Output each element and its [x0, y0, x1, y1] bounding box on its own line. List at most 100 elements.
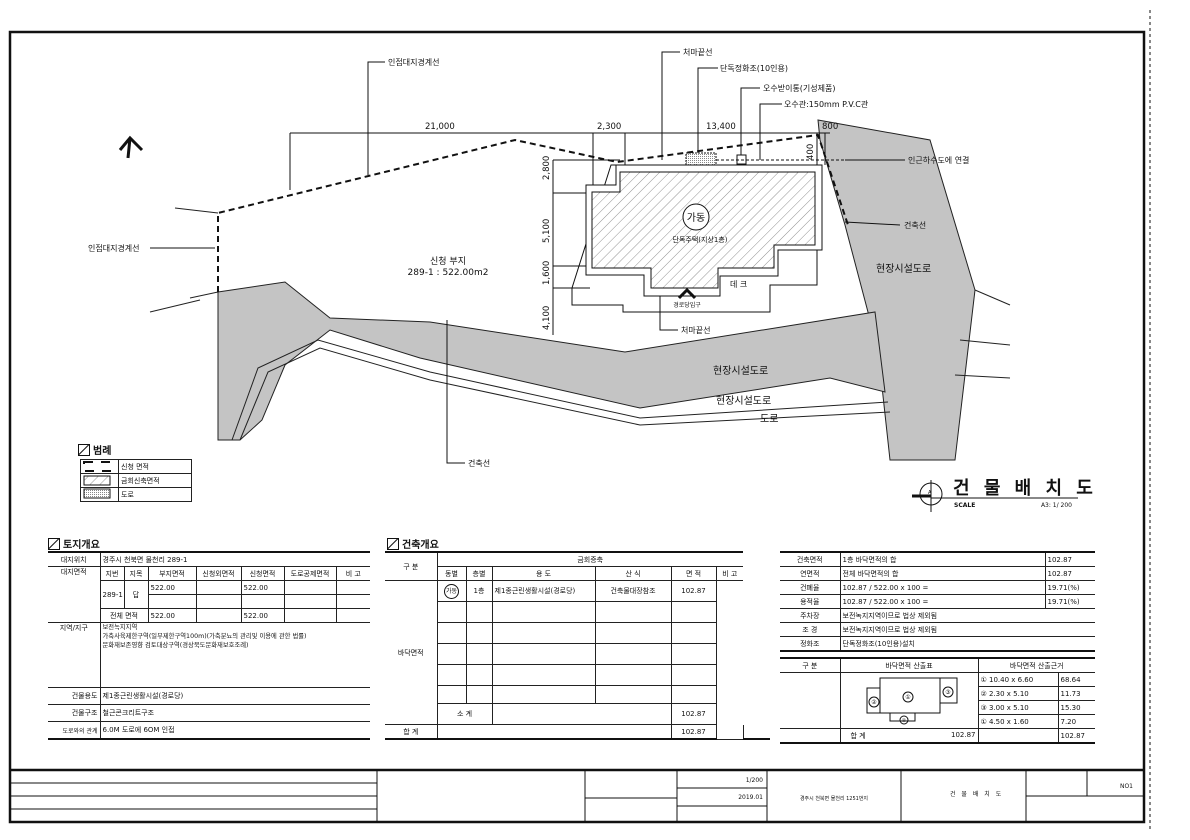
land-overview-title: 토지개요 [48, 536, 100, 551]
total-label: 합 계 [385, 724, 438, 740]
entrance-label: 경로당입구 [673, 301, 701, 309]
total-value: 102.87 [670, 724, 717, 740]
legend-item: 금회신축면적 [118, 473, 192, 488]
summary-label: 정화조 [780, 636, 841, 652]
structure-label: 건물구조 [48, 704, 101, 722]
title-block [10, 768, 1144, 822]
label-site-road-right: 현장시설도로 [876, 263, 931, 275]
road-bottom [217, 281, 886, 441]
category-value: 답 [123, 580, 149, 609]
summary-label: 용적율 [780, 594, 841, 609]
deck-label: 데 크 [730, 280, 747, 289]
land-overview-title-text: 토지개요 [63, 540, 100, 551]
formula-value: 건축물대장참조 [594, 580, 672, 602]
area-label: 대지면적 [48, 566, 101, 623]
summary-value: 19.71(%) [1044, 594, 1095, 609]
dim-1600: 1,600 [542, 261, 552, 285]
section-mark-icon: A [912, 480, 943, 512]
header-floor: 층별 [465, 566, 493, 581]
header-note: 비 고 [715, 566, 743, 581]
subtotal-value: 102.87 [670, 703, 717, 725]
calc-header-table: 바닥면적 산출표 [839, 657, 979, 673]
building-footprint [591, 171, 816, 289]
calc-formula: ② 2.30 x 5.10 [977, 686, 1059, 701]
lot-value: 289-1 [99, 580, 125, 609]
location-label: 대지위치 [48, 551, 101, 567]
calc-formula: ① 4.50 x 1.60 [977, 714, 1059, 729]
scale-label: SCALE [954, 502, 975, 509]
header-excluded-area: 신청외면적 [195, 566, 242, 581]
zone-item: 보전녹지지역 [102, 624, 138, 631]
calc-header-category: 구 분 [780, 657, 841, 673]
road-relation-label: 도로와의 관계 [48, 721, 101, 740]
titleblock-date: 2019.01 [738, 794, 763, 801]
label-eave-line-bottom: 처마끝선 [681, 326, 710, 335]
summary-text: 1층 바닥면적의 합 [839, 551, 1046, 567]
dim-800: 800 [822, 122, 838, 132]
road-relation-value: 6.0M 도로에 6OM 인접 [99, 721, 370, 740]
category-header: 구 분 [385, 551, 438, 581]
calc-header-basis: 바닥면적 산출근거 [977, 657, 1095, 673]
drawing-title: 건 물 배 치 도 [953, 478, 1097, 499]
titleblock-number: NO1 [1120, 783, 1133, 790]
site-area-value: 522.00 [147, 580, 197, 595]
calc-value: 11.73 [1057, 686, 1095, 701]
structure-value: 철근콘크리트구조 [99, 704, 370, 722]
label-sewage-pipe: 오수관:150mm P.V.C관 [784, 99, 869, 109]
subtotal-label: 소 계 [436, 703, 493, 725]
titleblock-address: 경주시 천북면 물천리 1251번지 [800, 795, 868, 802]
label-sewage-box: 오수받이통(기성제품) [763, 83, 835, 93]
legend-title: 범례 [78, 442, 111, 457]
total-site-area-value: 522.00 [147, 608, 197, 623]
titleblock-drawing-name: 건 물 배 치 도 [950, 790, 1003, 798]
summary-text: 102.87 / 522.00 x 100 = [839, 580, 1046, 595]
entrance-arrow-icon [677, 287, 697, 300]
legend-item: 신청 면적 [118, 459, 192, 474]
total-applied-area-value: 522.00 [240, 608, 285, 623]
label-site-road-1: 현장시설도로 [713, 365, 768, 377]
summary-text: 102.87 / 522.00 x 100 = [839, 594, 1046, 609]
checkbox-slash-icon [48, 537, 60, 550]
legend-table: 신청 면적 금회신축면적 도로 [80, 459, 192, 502]
north-arrow-icon [118, 135, 144, 159]
checkbox-slash-icon [78, 443, 90, 456]
legend-item: 도로 [118, 487, 192, 502]
header-site-area: 부지면적 [147, 566, 197, 581]
header-area: 면 적 [670, 566, 717, 581]
summary-label: 건폐율 [780, 580, 841, 595]
calc-value: 7.20 [1057, 714, 1095, 729]
label-road: 도로 [760, 414, 778, 425]
floor-value: 1층 [465, 580, 493, 602]
header-category: 지목 [123, 566, 149, 581]
calc-total-label: 합 계 [850, 731, 866, 740]
summary-value: 102.87 [1044, 566, 1095, 581]
dim-5100: 5,100 [542, 219, 552, 243]
legend-title-text: 범례 [93, 446, 112, 457]
building-overview-title-text: 건축개요 [402, 540, 439, 551]
use-label: 건물용도 [48, 687, 101, 705]
label-adjacent-boundary-left: 인접대지경계선 [88, 243, 140, 253]
calc-formula: ① 10.40 x 6.60 [977, 672, 1059, 687]
drawing-frame [8, 30, 1146, 824]
label-site-area: 289-1 : 522.00m2 [408, 268, 489, 278]
dim-400: 400 [806, 144, 816, 160]
summary-value: 19.71(%) [1044, 580, 1095, 595]
label-eave-line-top: 처마끝선 [683, 48, 712, 57]
calc-value: 68.64 [1057, 672, 1095, 687]
dim-21000: 21,000 [425, 122, 455, 132]
header-lot: 지번 [99, 566, 125, 581]
building-use-label: 단독주택(지상1층) [673, 235, 728, 244]
dim-2300: 2,300 [597, 122, 621, 132]
applied-area-value: 522.00 [240, 580, 285, 595]
label-sewer-connect: 인근하수도에 연결 [908, 155, 969, 165]
header-use: 용 도 [491, 566, 596, 581]
use-value: 제1종근린생활시설(경로당) [99, 687, 370, 705]
dim-4100: 4,100 [542, 306, 552, 330]
dim-2800: 2,800 [542, 156, 552, 180]
summary-label: 연면적 [780, 566, 841, 581]
label-site-name: 신청 부지 [430, 256, 466, 267]
